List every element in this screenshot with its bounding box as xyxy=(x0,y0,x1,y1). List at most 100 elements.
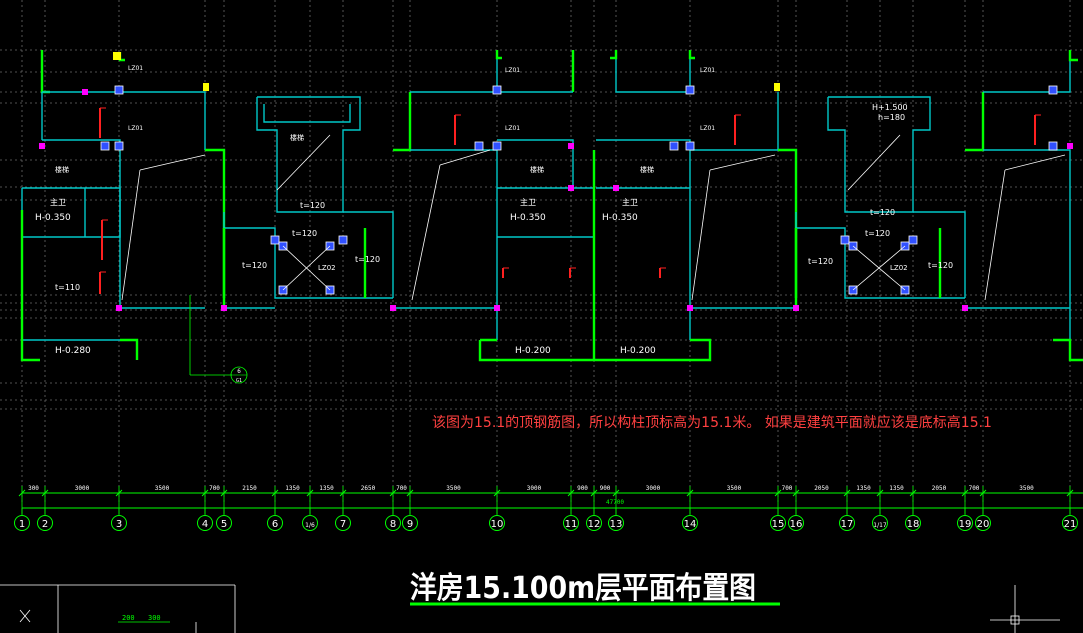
plan-label-stair: 楼梯 xyxy=(55,165,69,174)
axis-label: 1/6 xyxy=(305,522,315,529)
plan-label-t110: t=110 xyxy=(55,283,80,292)
axis-bubble[interactable] xyxy=(608,515,624,531)
axis-bubble[interactable] xyxy=(1062,515,1078,531)
axis-label: 7 xyxy=(340,519,346,530)
axis-bubble[interactable] xyxy=(905,515,921,531)
structural-column xyxy=(338,235,348,245)
column-marker xyxy=(221,305,227,311)
structural-column xyxy=(685,85,695,95)
plan-label-bath: 主卫 xyxy=(520,197,536,207)
axis-bubble[interactable] xyxy=(14,515,30,531)
plan-label-h350: H-0.350 xyxy=(510,213,546,223)
plan-label-lz01: LZ01 xyxy=(128,65,143,72)
column-marker xyxy=(793,305,799,311)
segment-dimension: 1350 xyxy=(285,485,300,492)
segment-dimension: 2650 xyxy=(361,485,376,492)
axis-bubble[interactable] xyxy=(839,515,855,531)
axis-label: 8 xyxy=(390,519,396,530)
segment-dimension: 3000 xyxy=(75,485,90,492)
axis-label: 21 xyxy=(1064,519,1077,530)
column-marker xyxy=(39,143,45,149)
structural-column xyxy=(1048,85,1058,95)
segment-dimension: 3000 xyxy=(646,485,661,492)
axis-label: 14 xyxy=(684,519,697,530)
axis-bubble[interactable] xyxy=(111,515,127,531)
axis-label: 19 xyxy=(959,519,972,530)
design-note: 该图为15.1的顶钢筋图，所以构柱顶标高为15.1米。 如果是建筑平面就应该是底… xyxy=(432,414,992,431)
axis-bubble[interactable] xyxy=(489,515,505,531)
axis-bubble[interactable] xyxy=(563,515,579,531)
drawing-title: 洋房15.100m层平面布置图 xyxy=(410,571,756,606)
plan-label-t120: t=120 xyxy=(292,229,317,238)
axis-bubble[interactable] xyxy=(197,515,213,531)
axis-label: 17 xyxy=(841,519,854,530)
segment-dimension: 1350 xyxy=(889,485,904,492)
plan-label-lz01: LZ01 xyxy=(128,125,143,132)
axis-label: 11 xyxy=(565,519,578,530)
axis-label: 5 xyxy=(221,519,227,530)
axis-bubble[interactable] xyxy=(385,515,401,531)
section-callout: 6 G1 xyxy=(189,295,248,384)
axis-bubble[interactable] xyxy=(975,515,991,531)
axis-bubble[interactable] xyxy=(872,515,888,531)
plan-label-lz02: LZ02 xyxy=(890,264,908,272)
structural-column xyxy=(840,235,850,245)
axis-bubble[interactable] xyxy=(682,515,698,531)
axis-label: 12 xyxy=(588,519,601,530)
plan-label-stair: 楼梯 xyxy=(640,165,654,174)
axis-bubble[interactable] xyxy=(402,515,418,531)
title-frame xyxy=(0,584,236,633)
axis-bubble[interactable] xyxy=(302,515,318,531)
plan-label-lz01: LZ01 xyxy=(700,67,715,74)
ucs-crosshair-icon xyxy=(990,585,1060,633)
axis-bubble[interactable] xyxy=(957,515,973,531)
segment-dimension: 3500 xyxy=(1019,485,1034,492)
axis-bubble[interactable] xyxy=(586,515,602,531)
callout-bottom: G1 xyxy=(236,378,242,384)
structural-column xyxy=(669,141,679,151)
axis-bubble[interactable] xyxy=(216,515,232,531)
total-dimension-label: 47700 xyxy=(606,499,624,506)
axis-label: 13 xyxy=(610,519,623,530)
column-marker xyxy=(687,305,693,311)
structural-column xyxy=(685,141,695,151)
plan-label-lz02: LZ02 xyxy=(318,264,336,272)
small-dim-b: 300 xyxy=(148,614,161,622)
plan-label-t120: t=120 xyxy=(355,255,380,264)
axis-bubble[interactable] xyxy=(267,515,283,531)
plan-label-t120: t=120 xyxy=(928,261,953,270)
axis-label: 3 xyxy=(116,519,122,530)
axis-label: 2 xyxy=(42,519,48,530)
plan-label-t120: t=120 xyxy=(242,261,267,270)
plan-label-h200: H-0.200 xyxy=(515,346,551,356)
structural-column xyxy=(492,85,502,95)
axis-label: 10 xyxy=(491,519,504,530)
structural-column xyxy=(270,235,280,245)
column-marker xyxy=(82,89,88,95)
callout-top: 6 xyxy=(237,368,241,375)
segment-dimension: 1350 xyxy=(856,485,871,492)
segment-dimension: 3500 xyxy=(446,485,461,492)
plan-label-h1500: H+1.500 xyxy=(872,103,908,112)
plan-label-lz01: LZ01 xyxy=(505,67,520,74)
plan-label-h280: H-0.280 xyxy=(55,346,91,356)
plan-label-h200: H-0.200 xyxy=(620,346,656,356)
axis-bubble[interactable] xyxy=(788,515,804,531)
axis-bubble[interactable] xyxy=(37,515,53,531)
structural-column xyxy=(114,85,124,95)
axis-label: 4 xyxy=(202,519,208,530)
axis-bubble[interactable] xyxy=(335,515,351,531)
structural-column xyxy=(492,141,502,151)
plan-label-stair: 楼梯 xyxy=(530,165,544,174)
column-marker xyxy=(613,185,619,191)
axis-label: 16 xyxy=(790,519,803,530)
segment-dimension: 700 xyxy=(396,485,407,492)
plan-label-t120: t=120 xyxy=(870,208,895,217)
segment-dimension: 700 xyxy=(209,485,220,492)
segment-dimension: 2150 xyxy=(242,485,257,492)
axis-bubble[interactable] xyxy=(770,515,786,531)
plan-label-stair: 楼梯 xyxy=(290,133,304,142)
